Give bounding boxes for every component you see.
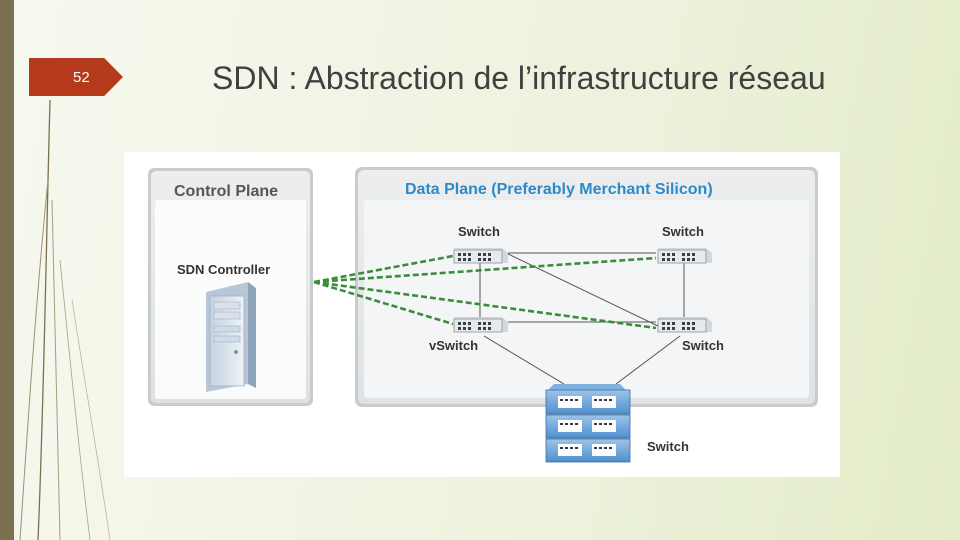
vswitch-icon xyxy=(453,317,508,333)
slide-number: 52 xyxy=(73,68,90,86)
switch-icon xyxy=(657,317,712,333)
left-accent-bar xyxy=(0,0,14,540)
sdn-controller-label: SDN Controller xyxy=(177,262,270,277)
switch-label: Switch xyxy=(662,224,704,239)
switch-links xyxy=(479,252,685,385)
switch-label: Switch xyxy=(682,338,724,353)
server-icon xyxy=(206,282,256,392)
core-switch-label: Switch xyxy=(647,439,689,454)
decorative-lines xyxy=(19,99,111,540)
switch-icon xyxy=(453,248,508,264)
switch-icon xyxy=(657,248,712,264)
slide-number-badge: 52 xyxy=(29,58,123,96)
slide-title: SDN : Abstraction de l’infrastructure ré… xyxy=(212,60,826,96)
vswitch-label: vSwitch xyxy=(429,338,478,353)
control-plane-title: Control Plane xyxy=(174,183,278,200)
sdn-diagram: Control Plane SDN Controller Data Plane … xyxy=(124,152,840,477)
data-plane-panel xyxy=(355,167,818,407)
core-switch-stack-icon xyxy=(545,384,631,463)
control-plane-links xyxy=(313,254,657,330)
switch-label: Switch xyxy=(458,224,500,239)
data-plane-title: Data Plane (Preferably Merchant Silicon) xyxy=(405,181,713,198)
